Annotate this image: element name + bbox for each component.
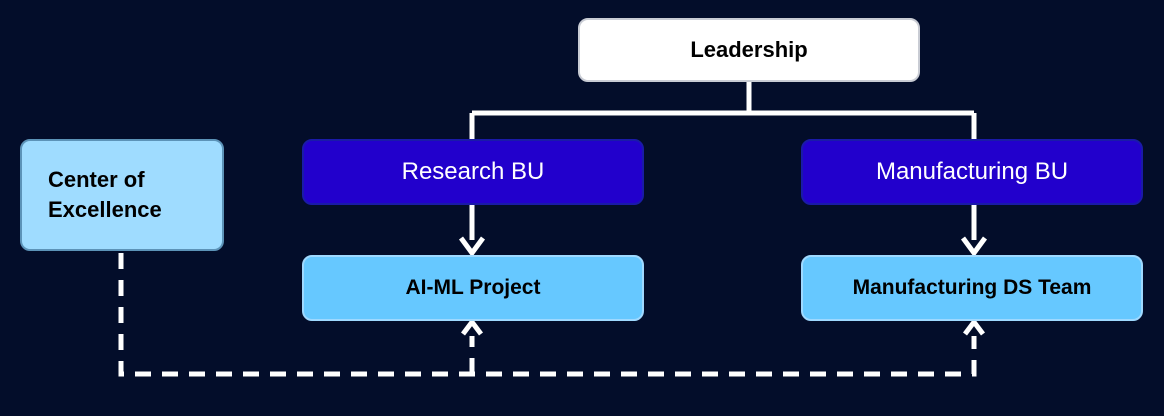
center-of-excellence-label: Center of Excellence [48, 165, 162, 225]
leadership-label: Leadership [690, 37, 808, 62]
manufacturing-to-ds-arrow [960, 205, 988, 258]
coe-arrowheads [461, 317, 985, 336]
research-to-ai-arrow [458, 205, 486, 258]
manufacturing-ds-team-label: Manufacturing DS Team [852, 276, 1092, 299]
coe-label-line-2: Excellence [48, 197, 162, 222]
research-bu-box: Research BU [302, 139, 644, 205]
coe-dashed-connector [118, 253, 977, 377]
coe-label-line-1: Center of [48, 167, 145, 192]
ai-ml-project-label: AI-ML Project [405, 276, 541, 299]
ai-ml-project-box: AI-ML Project [302, 255, 644, 321]
manufacturing-bu-label: Manufacturing BU [875, 158, 1069, 185]
research-bu-label: Research BU [401, 158, 545, 185]
manufacturing-ds-team-box: Manufacturing DS Team [801, 255, 1143, 321]
manufacturing-bu-box: Manufacturing BU [801, 139, 1143, 205]
center-of-excellence-box: Center of Excellence [20, 139, 224, 251]
leadership-box: Leadership [578, 18, 920, 82]
leadership-connector [469, 82, 977, 139]
